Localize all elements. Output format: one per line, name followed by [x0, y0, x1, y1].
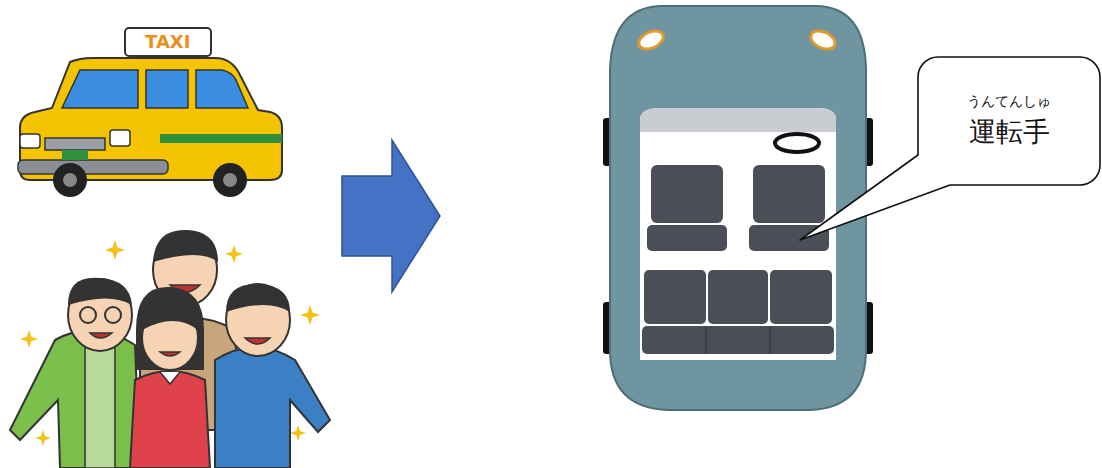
flow-arrow [342, 140, 440, 292]
bubble-shape [800, 57, 1100, 240]
ruby-reading: うんてんしゅ [967, 92, 1051, 110]
car-top-view [603, 6, 873, 410]
callout-bubble: うんてんしゅ運転手 [918, 57, 1100, 185]
callout-text-group: うんてんしゅ運転手 [967, 92, 1051, 149]
taxi-illustration [18, 28, 282, 197]
sign-text: TAXI [145, 33, 190, 51]
people-illustration [10, 230, 330, 468]
callout-label: 運転手 [967, 114, 1051, 149]
